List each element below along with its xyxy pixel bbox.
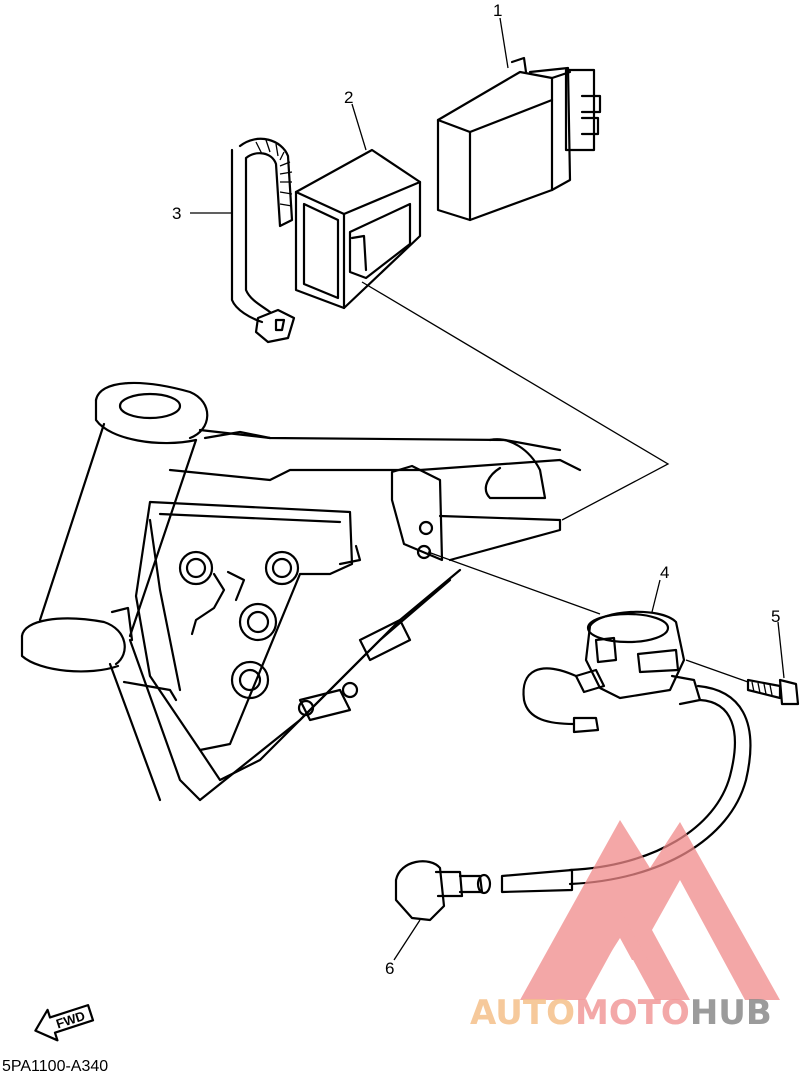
leader-lines bbox=[190, 17, 785, 961]
diagram-code: 5PA1100-A340 bbox=[2, 1058, 108, 1075]
cdi-bracket-part bbox=[294, 148, 422, 310]
callout-6: 6 bbox=[385, 959, 394, 978]
watermark-logo bbox=[520, 820, 780, 1000]
watermark-inner-icon bbox=[590, 910, 648, 960]
plug-cap-part bbox=[394, 860, 492, 922]
callout-4: 4 bbox=[660, 563, 669, 582]
bolt-part bbox=[746, 678, 800, 706]
fwd-arrow-icon: FWD bbox=[34, 1004, 95, 1042]
watermark-moto: MOTO bbox=[575, 993, 690, 1033]
callout-2: 2 bbox=[344, 88, 353, 107]
watermark-triangle-icon bbox=[520, 820, 780, 1000]
watermark-hub: HUB bbox=[690, 993, 772, 1033]
motorcycle-frame bbox=[20, 381, 582, 802]
watermark-auto: AUTO bbox=[470, 993, 575, 1033]
ignition-coil-part bbox=[500, 610, 752, 894]
cdi-unit-part bbox=[436, 56, 602, 222]
callout-5: 5 bbox=[771, 607, 780, 626]
band-strap-part bbox=[230, 137, 296, 344]
callout-1: 1 bbox=[493, 1, 502, 20]
callout-3: 3 bbox=[172, 204, 181, 223]
watermark-text: AUTOMOTOHUB bbox=[470, 993, 772, 1033]
